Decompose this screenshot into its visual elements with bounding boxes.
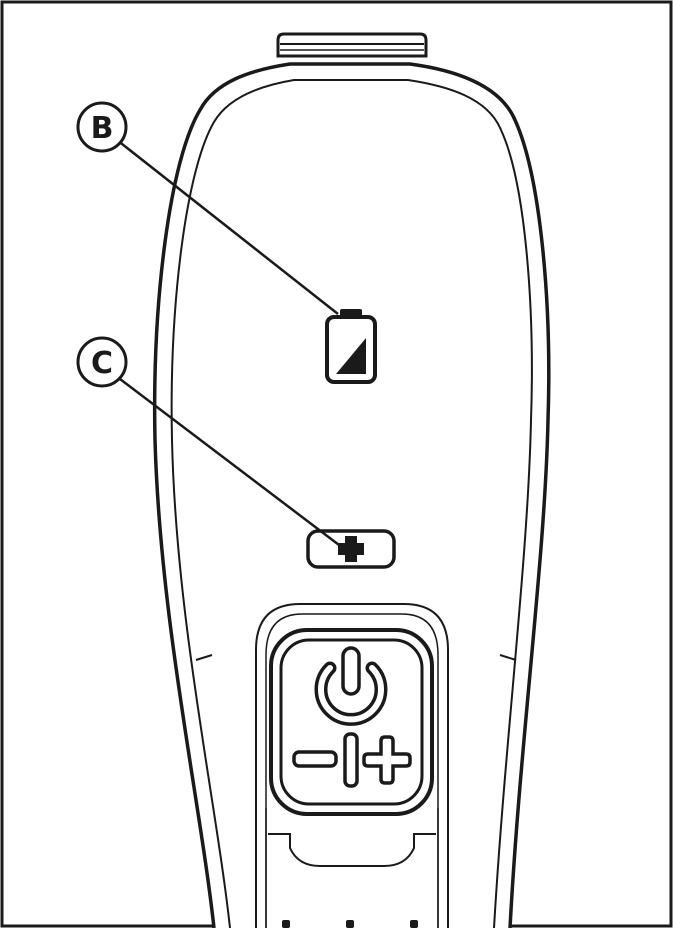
device-body-inner xyxy=(170,79,533,928)
side-seam-left xyxy=(195,654,213,661)
button-divider xyxy=(343,732,359,788)
plus-icon[interactable] xyxy=(362,735,412,785)
power-icon xyxy=(314,646,388,726)
callout-b-label: B xyxy=(91,111,114,146)
boost-plus-indicator xyxy=(306,529,396,569)
bottom-vents xyxy=(282,920,418,928)
power-adjust-button[interactable] xyxy=(269,628,434,816)
callout-c: C xyxy=(76,336,344,549)
top-clip xyxy=(276,32,428,58)
device-body-outer xyxy=(152,62,551,928)
callout-c-label: C xyxy=(91,346,113,381)
side-seam-right xyxy=(499,654,517,661)
minus-icon[interactable] xyxy=(292,750,338,768)
callout-b: B xyxy=(76,101,339,315)
battery-indicator-icon xyxy=(325,309,377,384)
